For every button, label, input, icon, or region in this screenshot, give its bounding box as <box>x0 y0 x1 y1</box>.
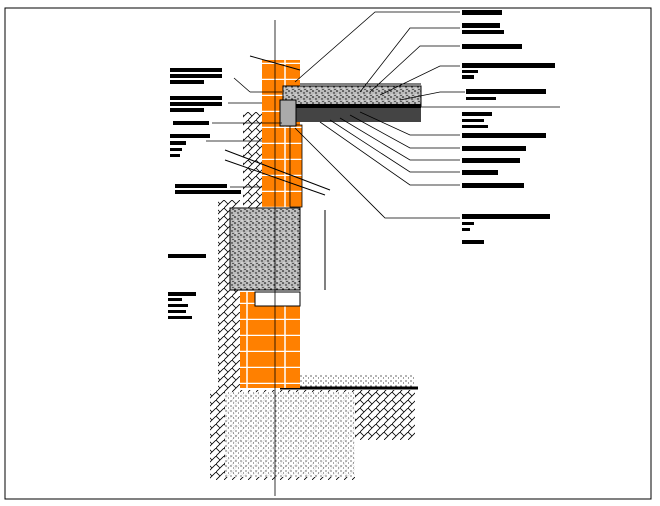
lower-brick-wall <box>240 292 300 388</box>
labels-right <box>462 10 555 244</box>
brick-veneer <box>289 124 303 208</box>
drawing-frame <box>4 7 652 500</box>
roof-slab <box>279 83 422 127</box>
leader-lines-right <box>294 11 560 219</box>
labels-left <box>168 68 241 319</box>
ground-soil <box>210 200 418 480</box>
leader-lines-left <box>206 77 282 188</box>
concrete-beam <box>229 207 301 291</box>
